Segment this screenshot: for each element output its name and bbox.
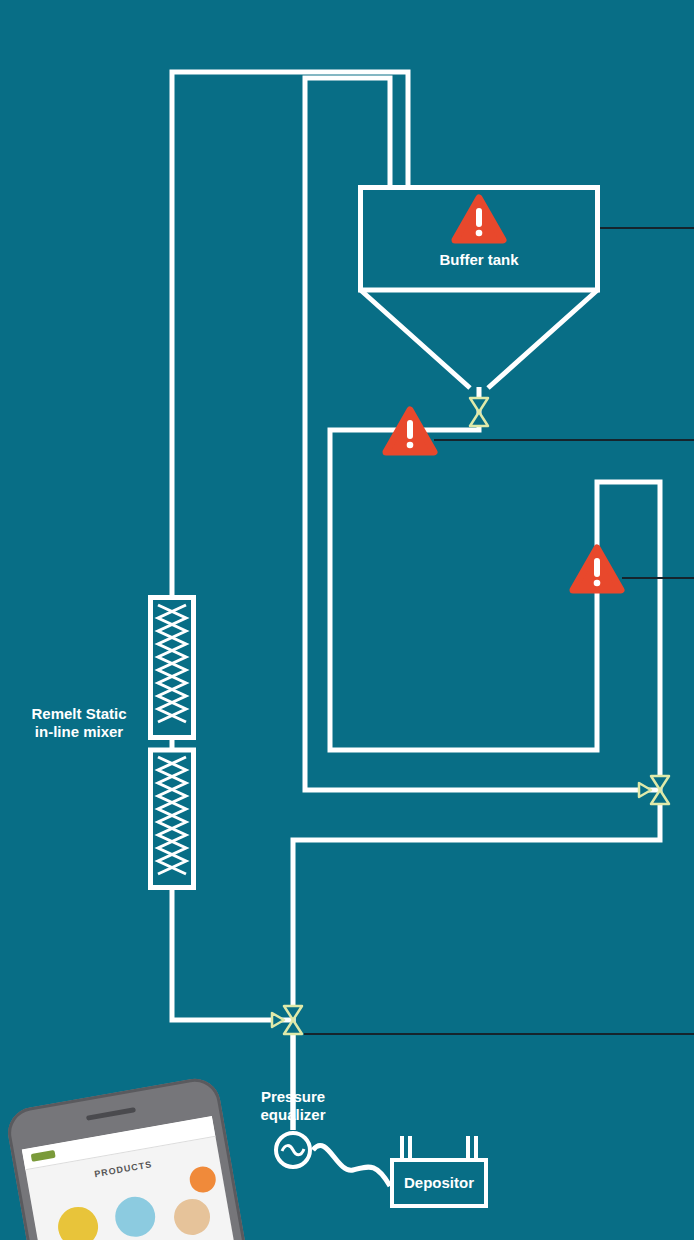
mixer-helix bbox=[158, 757, 186, 874]
valve-inlet-arrow bbox=[639, 783, 651, 797]
warning-mark bbox=[594, 580, 601, 587]
node-label-holder: Remelt Static in-line mixer bbox=[28, 705, 130, 741]
warning-mark bbox=[407, 442, 414, 449]
node-label: Remelt Static in-line mixer bbox=[28, 705, 130, 741]
phone-speaker bbox=[86, 1107, 136, 1121]
app-icon bbox=[188, 1164, 218, 1194]
app-bar bbox=[22, 1116, 216, 1170]
equalizer-wave bbox=[282, 1146, 304, 1155]
node-label: Buffer tank bbox=[358, 251, 600, 269]
leader-line bbox=[600, 227, 694, 229]
leader-line bbox=[434, 439, 694, 441]
mixer-symbol bbox=[148, 595, 196, 890]
mixer-element bbox=[151, 598, 194, 738]
pressure-equalizer: Pressure equalizer bbox=[273, 1130, 313, 1170]
valve-symbol bbox=[651, 790, 669, 804]
valve-symbol bbox=[470, 398, 488, 412]
mixer-helix bbox=[158, 757, 186, 874]
leader-line bbox=[304, 1033, 694, 1035]
mixer-helix bbox=[158, 605, 186, 722]
equalizer-symbol bbox=[273, 1130, 313, 1170]
warning-mark bbox=[476, 230, 483, 237]
node-label-holder: Buffer tank bbox=[358, 251, 600, 269]
node-label-holder: Depositor bbox=[404, 1174, 474, 1192]
warning-mark bbox=[476, 208, 482, 227]
equalizer-circle bbox=[276, 1133, 310, 1167]
tank-funnel bbox=[361, 290, 598, 388]
static-mixer: Remelt Static in-line mixer bbox=[148, 595, 196, 890]
valve-symbol bbox=[651, 776, 669, 790]
mixer-element bbox=[151, 750, 194, 888]
pipe-connector bbox=[172, 72, 408, 595]
warning-triangle bbox=[386, 410, 434, 452]
pipe-connector bbox=[313, 1145, 390, 1186]
screen-heading: PRODUCTS bbox=[94, 1159, 153, 1179]
leader-line bbox=[622, 577, 694, 579]
valve-symbol bbox=[470, 412, 488, 426]
phone-screen: PRODUCTS bbox=[22, 1116, 247, 1240]
depositor-prong bbox=[400, 1136, 412, 1158]
depositor-box: Depositor bbox=[390, 1158, 488, 1208]
pipe-connector bbox=[293, 78, 660, 1130]
valve-inlet-arrow bbox=[272, 1013, 284, 1027]
warning-triangle bbox=[455, 198, 503, 240]
valve-symbol bbox=[284, 1020, 302, 1034]
valve-symbol bbox=[284, 1006, 302, 1020]
warning-mark bbox=[407, 420, 413, 439]
app-icon bbox=[55, 1204, 101, 1240]
node-label: Depositor bbox=[404, 1174, 474, 1192]
depositor-prong bbox=[466, 1136, 478, 1158]
warning-triangle bbox=[573, 548, 621, 590]
tank-body bbox=[361, 188, 598, 291]
app-icon bbox=[112, 1194, 158, 1240]
mixer-helix bbox=[158, 605, 186, 722]
phone-illustration: PRODUCTS bbox=[4, 1075, 257, 1240]
mixer-joint bbox=[170, 737, 175, 750]
warning-mark bbox=[594, 558, 600, 577]
app-icon bbox=[171, 1196, 213, 1238]
